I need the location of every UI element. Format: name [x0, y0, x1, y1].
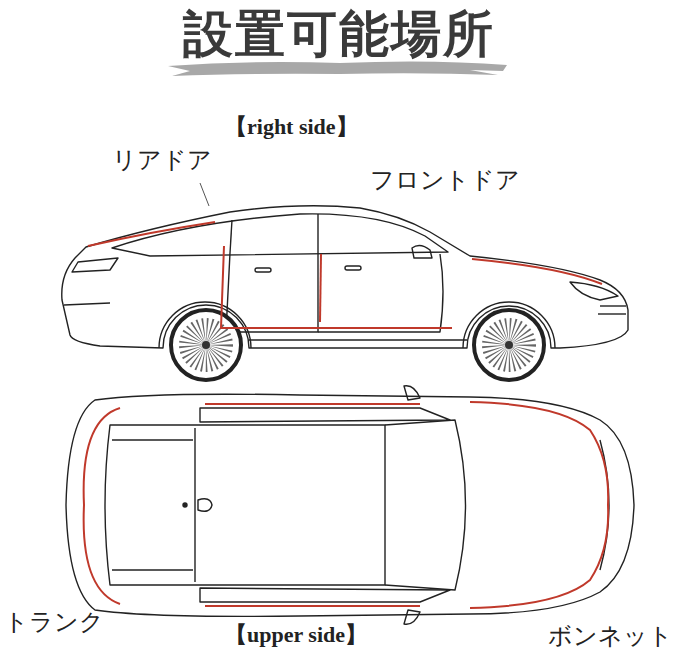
install-lines-top — [84, 402, 609, 608]
view-label: 【right side】 — [225, 114, 358, 140]
view-label: 【upper side】 — [225, 622, 367, 648]
side-view-car — [62, 206, 628, 348]
part-label: フロントドア — [370, 166, 520, 195]
install-lines-side — [88, 222, 602, 328]
part-label: トランク — [4, 608, 104, 637]
page-title: 設置可能場所 — [183, 4, 495, 64]
top-view-car — [66, 386, 634, 625]
part-label: ボンネット — [548, 622, 673, 651]
part-label: リアドア — [112, 146, 212, 175]
brush-underline — [168, 61, 507, 76]
wheels — [171, 310, 544, 380]
leader-line — [200, 183, 209, 206]
